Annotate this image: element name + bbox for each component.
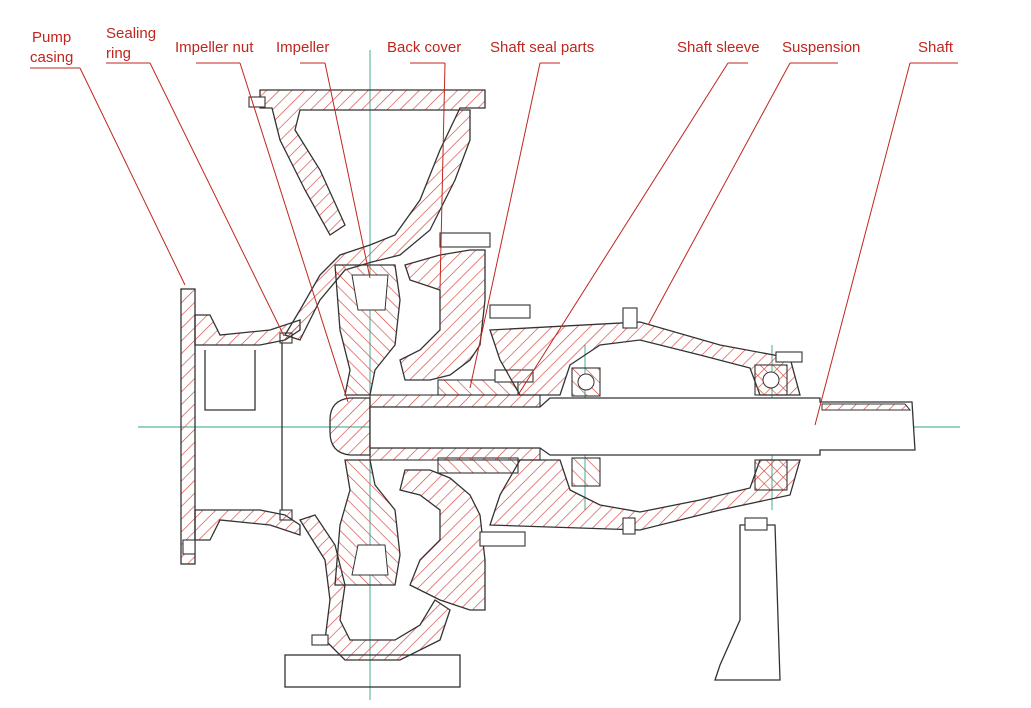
leader-impeller <box>324 62 371 279</box>
label-shaft-seal-parts: Shaft seal parts <box>490 39 594 56</box>
label-suspension: Suspension <box>782 39 860 56</box>
bearing-left-upper <box>571 367 601 397</box>
label-sealing-ring-line2: ring <box>106 45 131 62</box>
label-shaft: Shaft <box>918 39 954 56</box>
oil-fill-plug <box>622 307 638 329</box>
support-bracket <box>714 524 781 681</box>
inlet-rib <box>204 350 256 411</box>
label-pump-casing-line1: Pump <box>32 29 71 46</box>
suspension <box>489 307 803 681</box>
shaft-key <box>821 403 912 411</box>
back-cover-bolt-lower <box>479 531 526 547</box>
shaft-body <box>369 397 916 456</box>
foot-bolt <box>311 634 329 646</box>
gland-bolt-upper <box>489 304 531 319</box>
leader-suspension <box>647 62 791 326</box>
back-cover-bolt-upper <box>439 232 491 248</box>
sealing-ring-upper <box>279 332 293 344</box>
sealing-ring-lower <box>279 509 293 521</box>
casing-foot <box>284 654 461 688</box>
leader-back-cover <box>439 62 446 291</box>
bearing-ball-left <box>577 373 595 391</box>
impeller-nut <box>329 397 371 456</box>
labels: Pump casing Sealing ring Impeller nut Im… <box>30 25 954 66</box>
leader-shaft <box>814 62 911 426</box>
leader-pump-casing-diag <box>79 67 186 286</box>
leader-sealing-ring <box>149 62 285 337</box>
back-cover-upper <box>399 249 486 381</box>
pump-casing <box>180 89 486 688</box>
label-back-cover: Back cover <box>387 39 461 56</box>
impeller-vane-upper <box>351 274 389 311</box>
leader-shaft-seal <box>469 62 541 389</box>
bearing-right-lower <box>754 459 788 491</box>
impeller <box>334 264 401 586</box>
end-cover-bolt <box>775 351 803 363</box>
leader-impeller-nut <box>239 62 349 403</box>
shaft <box>369 397 916 456</box>
bearing-left-lower <box>571 457 601 487</box>
leader-lines <box>30 62 958 426</box>
bracket-bolt <box>744 517 768 531</box>
bearing-ball-right <box>762 371 780 389</box>
back-cover-lower <box>399 469 486 611</box>
suspension-upper <box>489 321 801 396</box>
drain-plug <box>622 517 636 535</box>
label-sealing-ring-line1: Sealing <box>106 25 156 42</box>
inlet-nozzle-lower <box>194 509 301 541</box>
suction-flange <box>180 288 196 565</box>
sealing-ring <box>279 332 293 521</box>
shaft-sleeve <box>369 394 541 408</box>
label-impeller-nut: Impeller nut <box>175 39 254 56</box>
label-pump-casing-line2: casing <box>30 49 73 66</box>
shaft-sleeve-lower <box>369 447 541 461</box>
label-impeller: Impeller <box>276 39 329 56</box>
flange-bolt-lower <box>182 539 196 555</box>
discharge-bolt <box>248 96 266 108</box>
shaft-seal-parts <box>437 304 534 474</box>
leader-shaft-sleeve <box>517 62 729 396</box>
suspension-lower <box>489 459 801 531</box>
impeller-vane-lower <box>351 544 389 576</box>
back-cover <box>399 232 526 611</box>
volute-upper <box>259 89 486 341</box>
label-shaft-sleeve: Shaft sleeve <box>677 39 760 56</box>
